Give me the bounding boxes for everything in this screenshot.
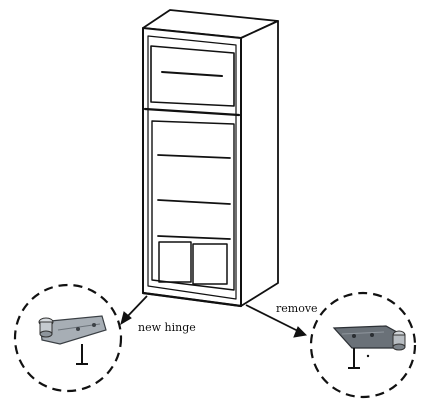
arrow-new-hinge-line xyxy=(126,296,147,318)
arrow-remove-head xyxy=(294,327,306,337)
remove-hinge-callout xyxy=(311,293,415,397)
new-hinge-callout xyxy=(15,285,121,391)
fridge-side xyxy=(241,21,278,306)
remove-label: remove xyxy=(276,303,318,314)
refrigerator xyxy=(143,10,278,306)
new-hinge-label: new hinge xyxy=(138,322,196,333)
